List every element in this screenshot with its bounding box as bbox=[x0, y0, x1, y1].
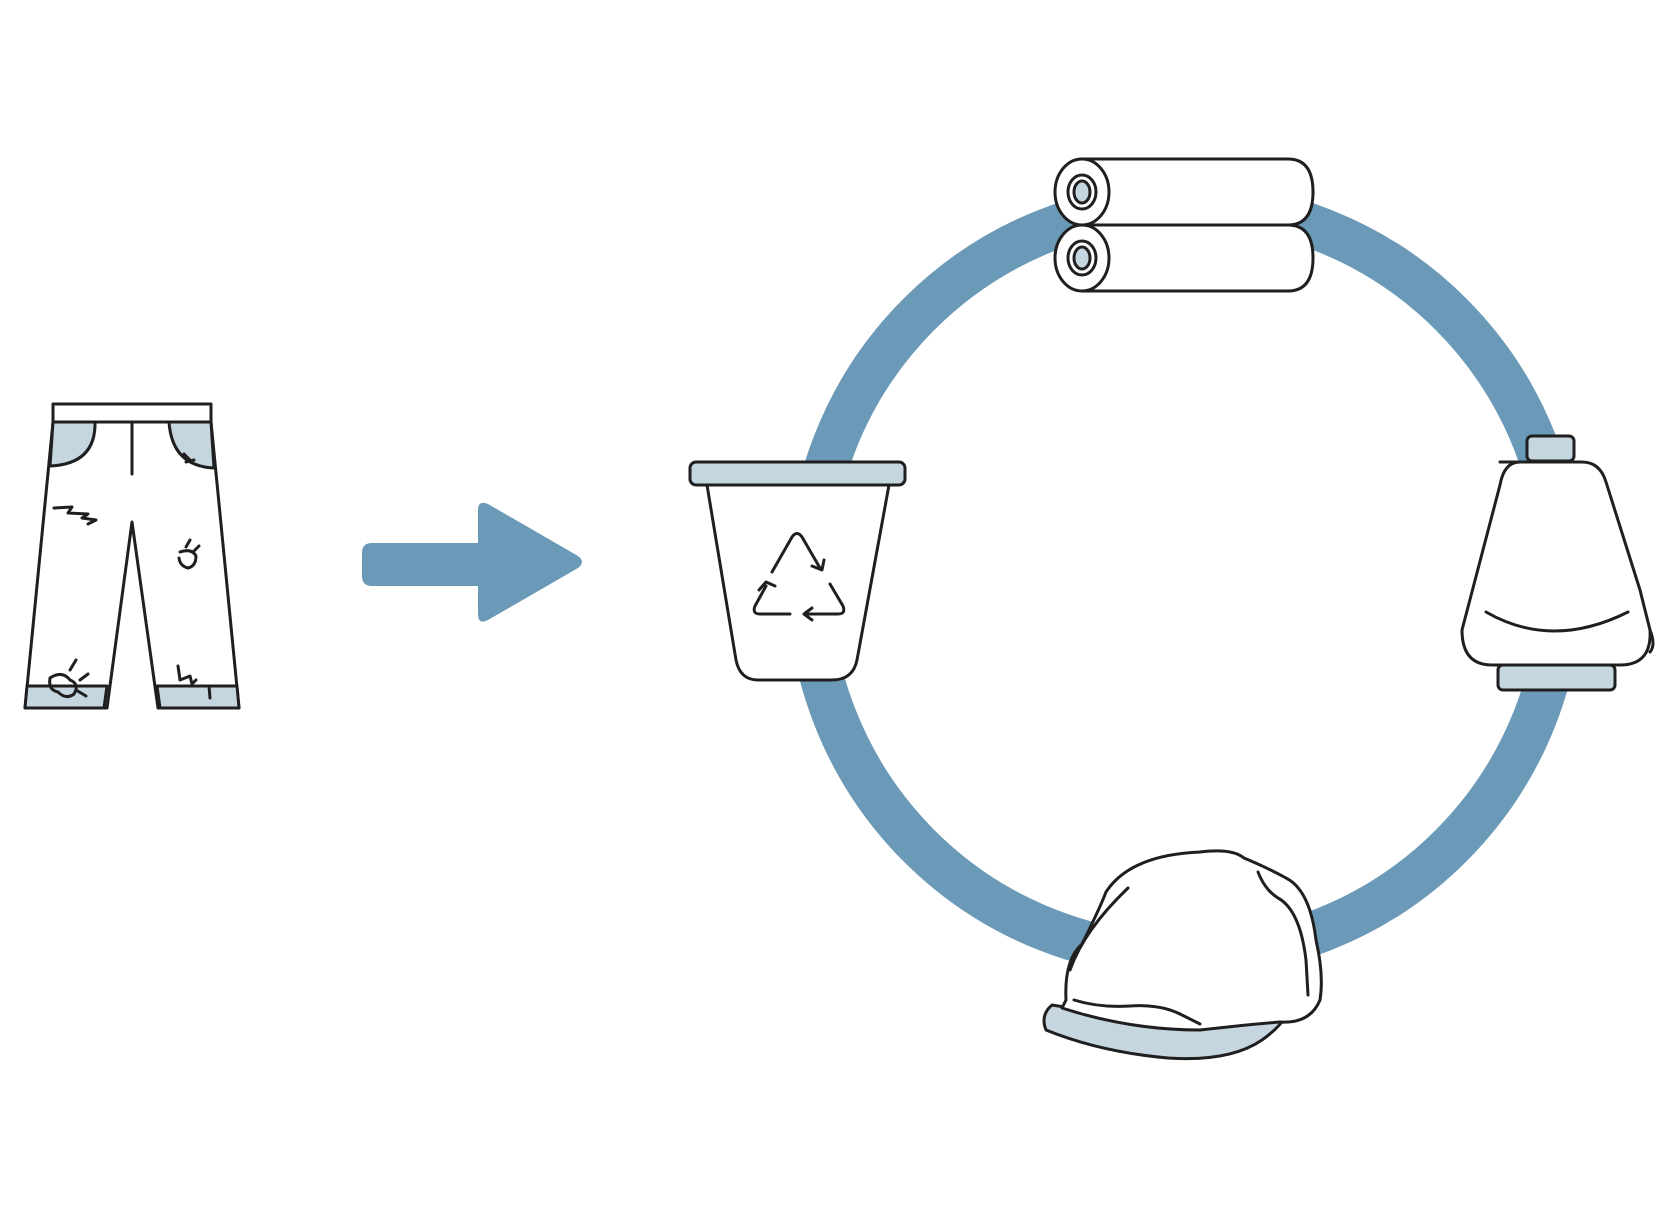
right-arrow-icon bbox=[362, 502, 582, 622]
cycle-ring bbox=[787, 182, 1583, 978]
fabric-rolls-icon bbox=[1053, 157, 1315, 293]
worn-jeans-icon bbox=[23, 402, 241, 710]
recycling-bin-icon bbox=[688, 460, 907, 682]
yarn-cone-icon bbox=[1460, 434, 1655, 692]
flat-cap-icon bbox=[1042, 849, 1323, 1061]
